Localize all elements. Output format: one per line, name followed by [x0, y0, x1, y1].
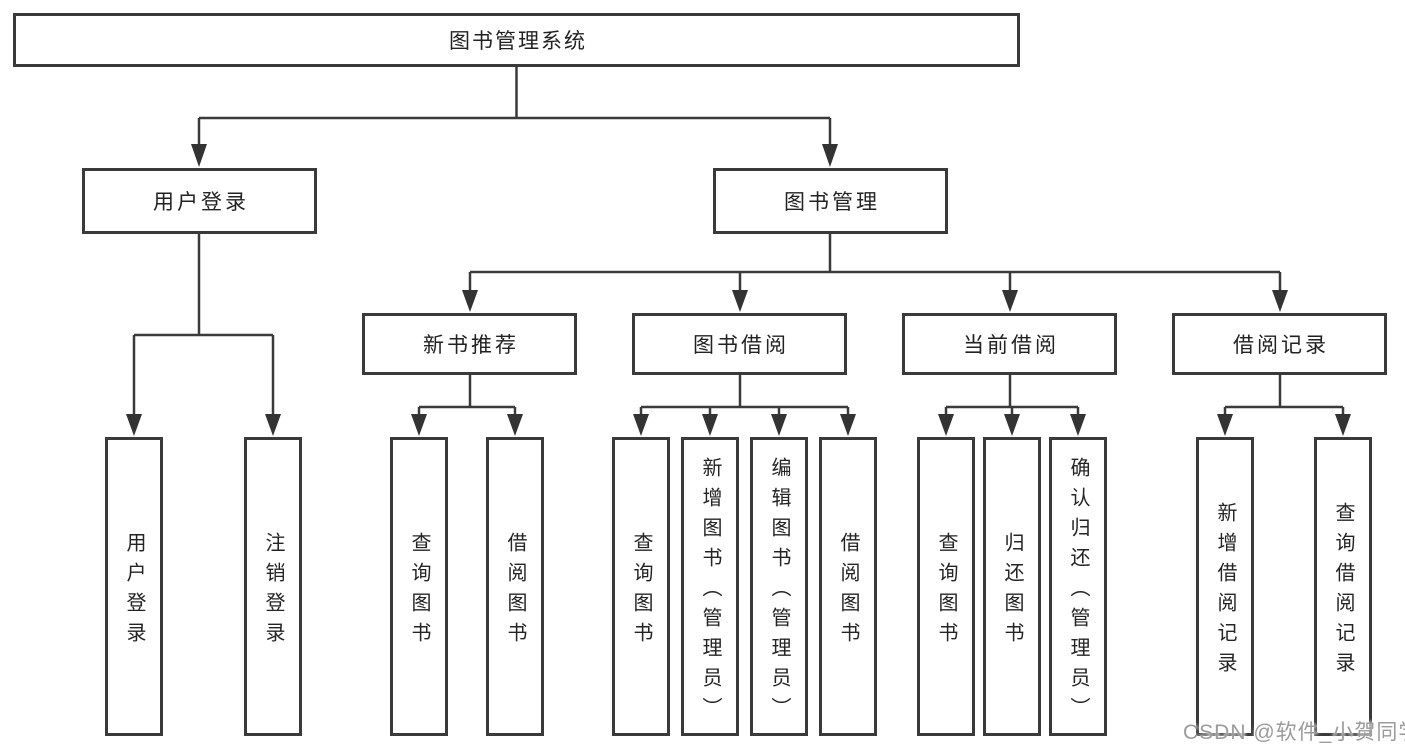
connector-bookmgmt-to-level3	[468, 234, 1282, 291]
arrowhead	[822, 144, 838, 167]
leaf-query-borrow-record: 查询借阅记录	[1314, 437, 1372, 736]
leaf-label: 借阅图书	[837, 531, 859, 652]
arrowhead	[840, 414, 856, 436]
arrowhead	[732, 290, 748, 312]
connector-newbook-to-leaves	[417, 375, 517, 415]
arrowhead	[126, 414, 142, 436]
arrowhead	[938, 414, 954, 436]
leaf-label: 用户登录	[123, 531, 145, 652]
connector-root-to-level2	[197, 67, 832, 146]
arrowhead	[1004, 414, 1020, 436]
leaf-label: 查询借阅记录	[1332, 501, 1354, 682]
arrowhead	[1002, 290, 1018, 312]
leaf-user-login: 用户登录	[105, 437, 163, 736]
leaf-label: 新增图书（管理员）	[699, 456, 721, 727]
leaf-label: 新增借阅记录	[1214, 501, 1236, 682]
leaf-add-book-admin: 新增图书（管理员）	[681, 437, 739, 736]
arrowhead	[633, 414, 649, 436]
arrowhead	[1070, 414, 1086, 436]
leaf-query-books-current: 查询图书	[917, 437, 975, 736]
leaf-label: 查询图书	[408, 531, 430, 652]
leaf-label: 查询图书	[630, 531, 652, 652]
arrowhead	[771, 414, 787, 436]
arrowhead	[1217, 414, 1233, 436]
node-user-login: 用户登录	[82, 168, 317, 234]
leaf-add-borrow-record: 新增借阅记录	[1196, 437, 1254, 736]
leaf-edit-book-admin: 编辑图书（管理员）	[750, 437, 808, 736]
csdn-watermark: CSDN @软件_小贺同学	[1183, 721, 1405, 744]
node-borrow-records: 借阅记录	[1172, 313, 1387, 375]
arrowhead	[411, 414, 427, 436]
arrowhead	[507, 414, 523, 436]
arrowhead	[191, 144, 207, 167]
node-current-borrow: 当前借阅	[902, 313, 1117, 375]
arrowhead	[702, 414, 718, 436]
connector-userlogin-to-leaves	[132, 234, 275, 415]
connector-currentborrow-to-leaves	[944, 375, 1080, 415]
arrowhead	[1272, 290, 1288, 312]
leaf-label: 查询图书	[935, 531, 957, 652]
leaf-return-book: 归还图书	[983, 437, 1041, 736]
leaf-confirm-return-admin: 确认归还（管理员）	[1049, 437, 1107, 736]
leaf-label: 注销登录	[262, 531, 284, 652]
node-new-book-recommend: 新书推荐	[362, 313, 577, 375]
arrowhead	[462, 290, 478, 312]
node-root-system: 图书管理系统	[13, 13, 1020, 67]
node-book-borrow: 图书借阅	[632, 313, 847, 375]
arrowhead	[1335, 414, 1351, 436]
leaf-query-books-borrow: 查询图书	[612, 437, 670, 736]
leaf-borrow-books-recommend: 借阅图书	[486, 437, 544, 736]
leaf-query-books-recommend: 查询图书	[390, 437, 448, 736]
leaf-borrow-books: 借阅图书	[819, 437, 877, 736]
connector-bookborrow-to-leaves	[639, 375, 850, 415]
leaf-label: 编辑图书（管理员）	[768, 456, 790, 727]
leaf-label: 归还图书	[1001, 531, 1023, 652]
arrowhead	[265, 414, 281, 436]
leaf-logout: 注销登录	[244, 437, 302, 736]
leaf-label: 借阅图书	[504, 531, 526, 652]
leaf-label: 确认归还（管理员）	[1067, 456, 1089, 727]
node-book-management: 图书管理	[713, 168, 948, 234]
connector-borrowrecords-to-leaves	[1223, 375, 1345, 415]
